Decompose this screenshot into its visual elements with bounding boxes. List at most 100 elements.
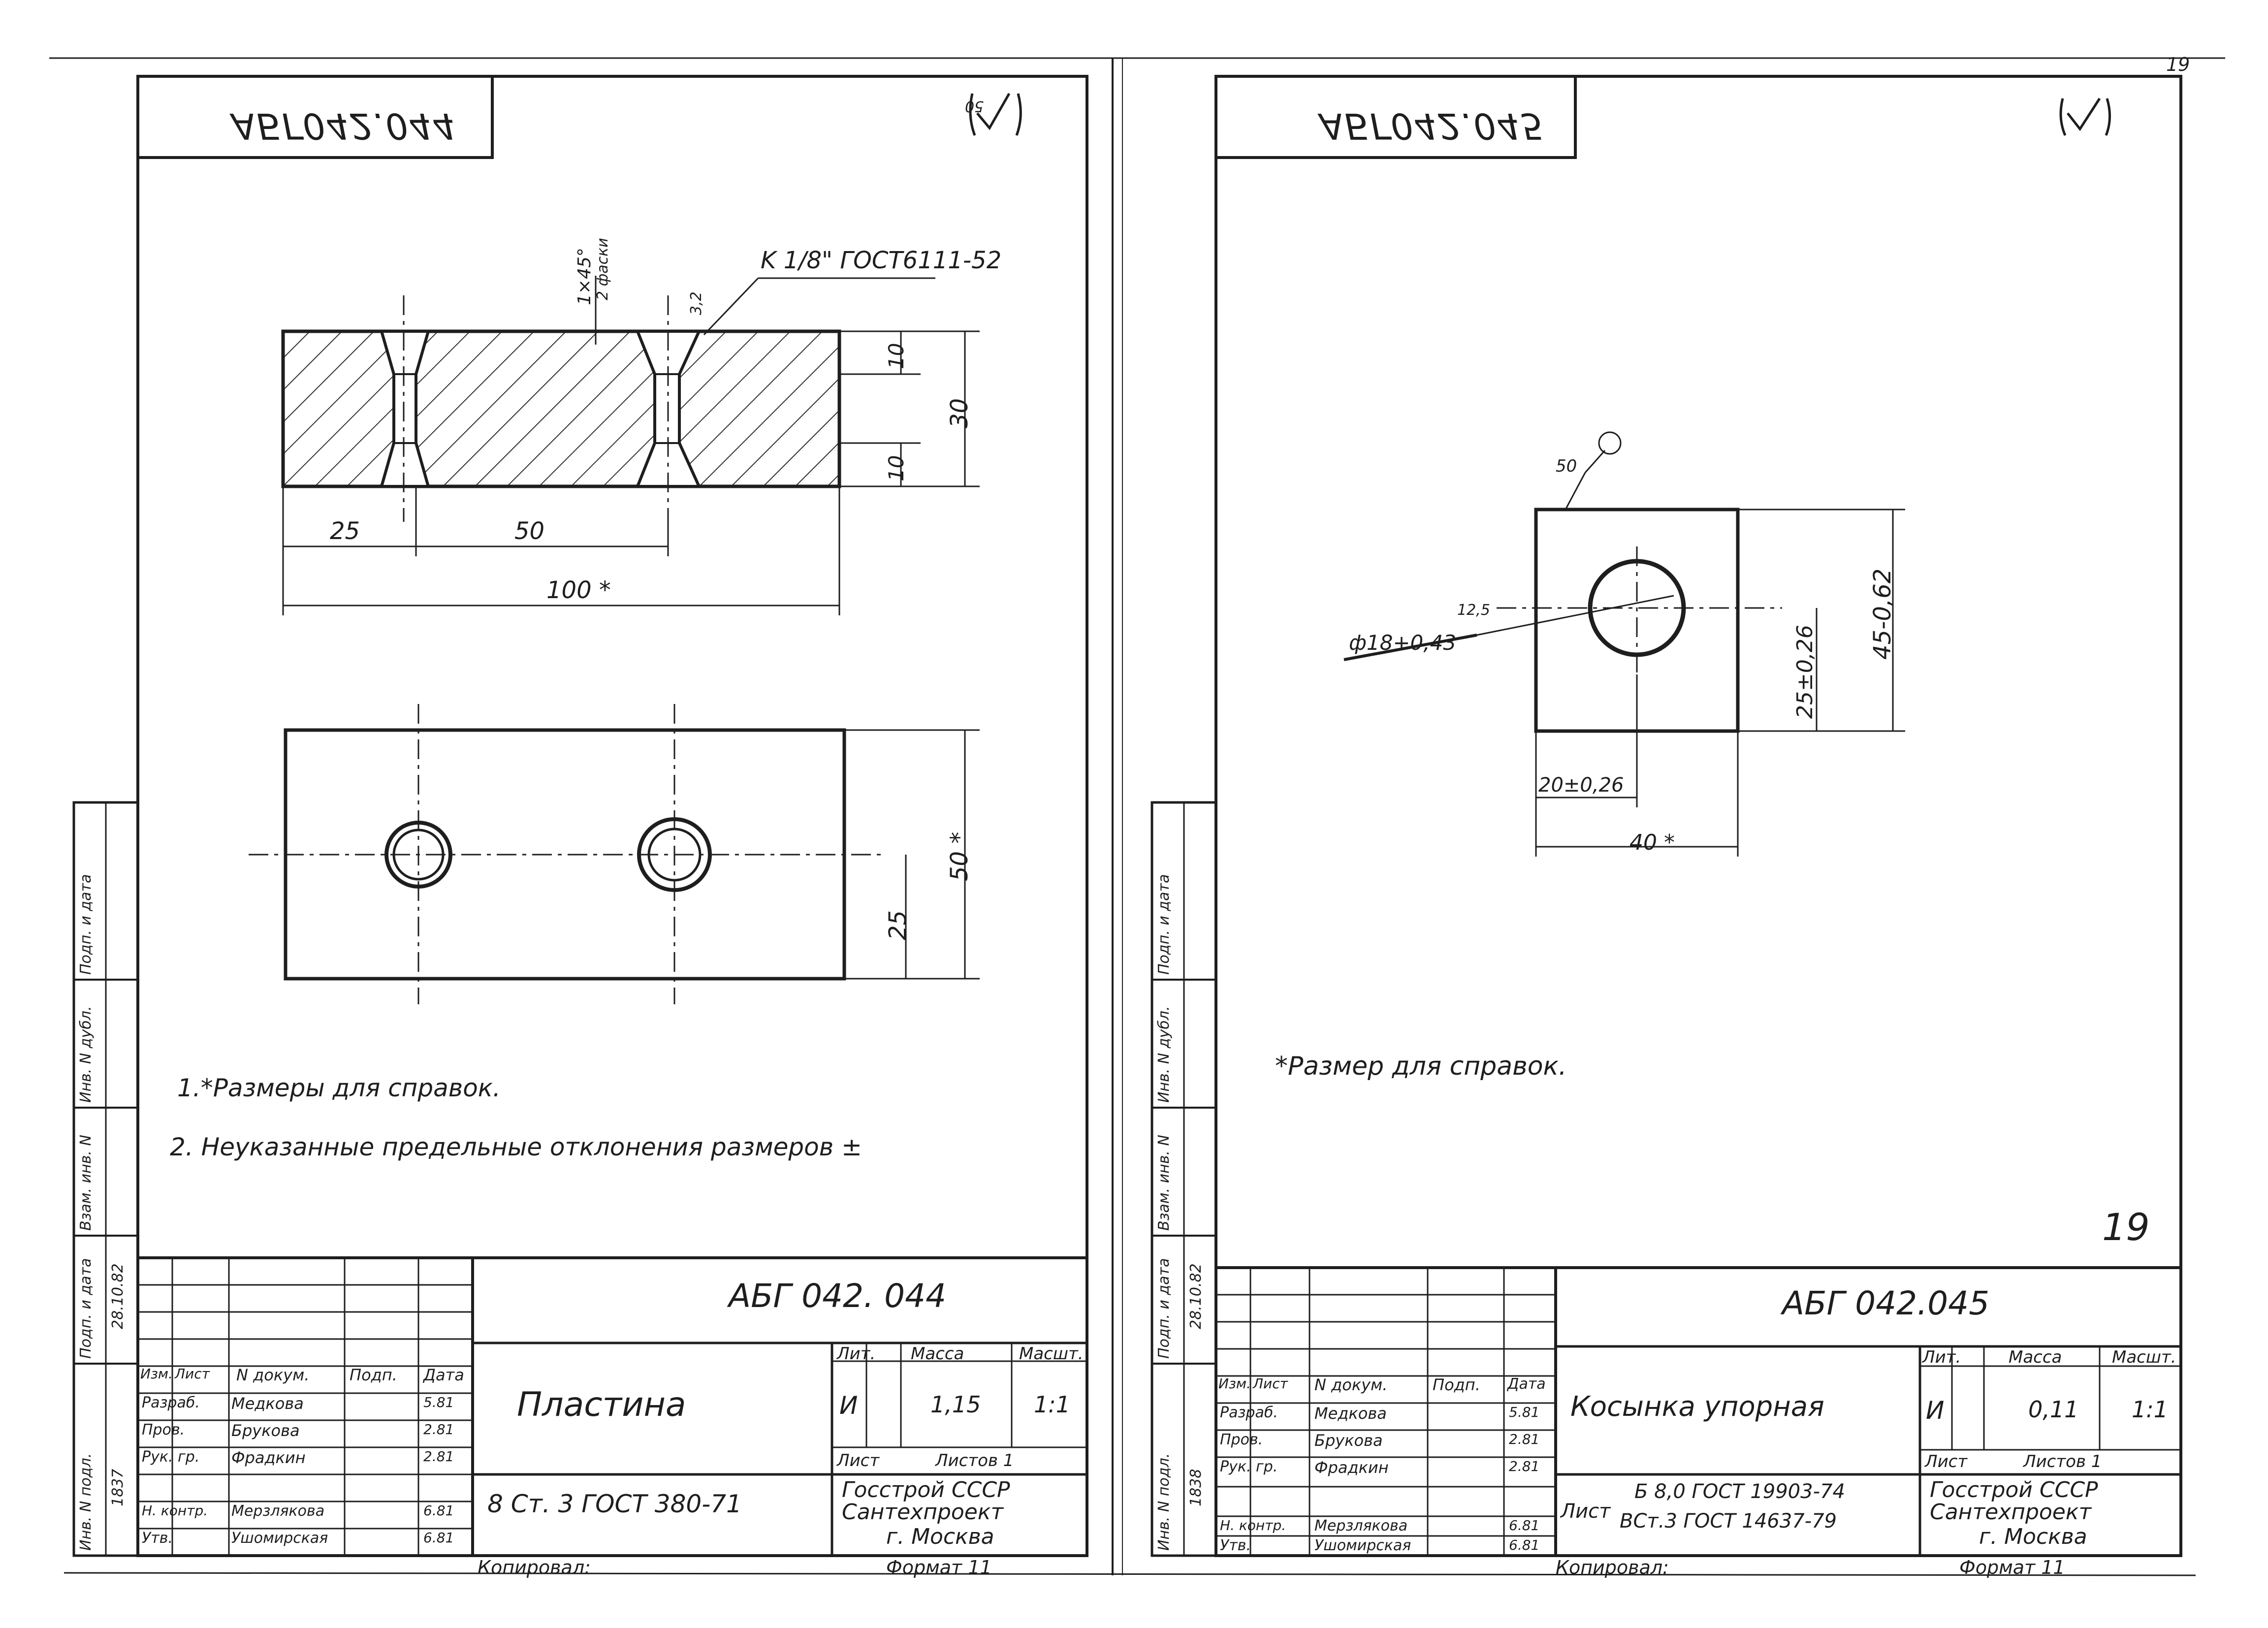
right-part-view [1343, 431, 1905, 857]
bottom-edge-line [64, 1572, 2196, 1576]
right-row-date-3: 2.81 [1509, 1458, 1540, 1474]
left-row-date-4: 6.81 [423, 1502, 454, 1519]
right-sheet-frame [1150, 75, 2182, 1557]
left-title-block-lines [138, 1256, 1087, 1556]
left-row-role-1: Разраб. [142, 1394, 200, 1411]
left-note-2: 2. Неуказанные предельные отклонения раз… [170, 1133, 862, 1161]
left-mass-header: Масса [911, 1344, 964, 1364]
right-note-1: *Размер для справок. [1275, 1052, 1567, 1081]
right-row-date-5: 6.81 [1509, 1537, 1540, 1553]
right-dim-40: 40 * [1629, 830, 1675, 855]
left-lit-header: Лит. [837, 1344, 876, 1364]
right-material-prefix: Лист [1561, 1500, 1611, 1523]
left-roughness-callout: 3,2 [688, 291, 705, 315]
left-col-izm: Изм. [140, 1366, 173, 1382]
right-part-name: Косынка упорная [1570, 1391, 1824, 1423]
left-note-1: 1.*Размеры для справок. [177, 1074, 501, 1102]
right-code-box: АБГ042.045 [1319, 105, 1544, 147]
right-row-date-2: 2.81 [1509, 1431, 1540, 1447]
left-section-view [281, 276, 935, 522]
right-mass-header: Масса [2009, 1347, 2062, 1367]
right-side-stamp-5: Подп. и дата [1155, 874, 1173, 975]
left-chamfer-callout-2: 2 фаски [594, 238, 611, 300]
left-dim-30: 30 [946, 398, 973, 428]
left-dimensions [282, 330, 980, 615]
left-roughness-value: 50 [965, 97, 984, 115]
right-row-name-4: Мерзлякова [1314, 1517, 1408, 1534]
left-scale: 1:1 [1034, 1391, 1071, 1418]
right-scale: 1:1 [2132, 1396, 2169, 1423]
left-col-date: Дата [423, 1366, 464, 1384]
left-dim-10-bottom: 10 [884, 455, 908, 481]
left-side-inv: 1837 [109, 1468, 127, 1506]
right-scale-header: Масшт. [2112, 1347, 2176, 1367]
right-row-name-3: Фрадкин [1314, 1458, 1389, 1477]
left-sheets-label: Листов 1 [935, 1451, 1014, 1470]
left-row-name-3: Фрадкин [231, 1448, 306, 1467]
right-col-sign: Подп. [1433, 1375, 1480, 1394]
left-material: 8 Ст. 3 ГОСТ 380-71 [487, 1490, 742, 1518]
left-side-stamp-2: Подп. и дата [77, 1258, 95, 1359]
right-side-stamp-2: Подп. и дата [1155, 1258, 1173, 1359]
right-row-date-1: 5.81 [1509, 1404, 1540, 1420]
left-side-stamp-3: Взам. инв. N [77, 1135, 95, 1231]
left-roughness-symbol [969, 93, 1022, 136]
right-row-role-5: Утв. [1220, 1537, 1251, 1554]
left-col-ndoc: N докум. [236, 1366, 310, 1384]
right-format: Формат 11 [1959, 1557, 2065, 1578]
left-dim-50-side: 50 * [946, 831, 973, 881]
left-sheet-frame [72, 75, 1088, 1557]
left-sheet-label: Лист [837, 1451, 880, 1470]
right-row-date-4: 6.81 [1509, 1517, 1540, 1533]
right-col-ndoc: N докум. [1314, 1375, 1388, 1394]
right-mass: 0,11 [2028, 1396, 2079, 1423]
left-plan-view [249, 704, 980, 1004]
left-row-role-4: Н. контр. [142, 1502, 208, 1519]
left-row-role-5: Утв. [142, 1530, 173, 1547]
left-dim-50: 50 [514, 517, 545, 545]
right-org-2: Сантехпроект [1930, 1500, 2092, 1525]
left-row-name-4: Мерзлякова [231, 1502, 325, 1520]
right-col-list: Лист [1253, 1375, 1288, 1392]
left-code-box: АБГ042.044 [231, 105, 456, 147]
right-side-stamp-1: Инв. N подл. [1155, 1453, 1173, 1551]
left-row-name-1: Медкова [231, 1394, 304, 1413]
right-org-3: г. Москва [1979, 1524, 2087, 1549]
left-part-name: Пластина [517, 1385, 686, 1424]
right-sheet-mark: 19 [2102, 1205, 2150, 1249]
right-sheets-label: Листов 1 [2023, 1452, 2102, 1471]
right-hole-roughness: 12,5 [1457, 602, 1490, 619]
right-row-role-4: Н. контр. [1220, 1517, 1286, 1533]
left-row-date-1: 5.81 [423, 1394, 454, 1410]
right-side-inv: 1838 [1187, 1468, 1205, 1506]
right-row-name-1: Медкова [1314, 1404, 1387, 1423]
corner-page-mark: 19 [2166, 54, 2190, 75]
right-roughness-symbol [2059, 97, 2111, 136]
left-row-date-2: 2.81 [423, 1421, 454, 1437]
left-copied: Копировал: [478, 1557, 591, 1578]
left-row-name-5: Ушомирская [231, 1530, 328, 1547]
right-side-stamp-3: Взам. инв. N [1155, 1135, 1173, 1231]
right-lit: И [1926, 1396, 1945, 1425]
right-col-izm: Изм. [1218, 1375, 1251, 1392]
left-col-list: Лист [175, 1366, 210, 1382]
left-mass: 1,15 [930, 1391, 981, 1418]
right-side-stamp-4: Инв. N дубл. [1155, 1006, 1173, 1103]
right-row-name-2: Брукова [1314, 1431, 1383, 1450]
right-surface-note: 50 [1556, 456, 1577, 476]
left-chamfer-callout-1: 1×45° [575, 248, 595, 305]
right-row-role-2: Пров. [1220, 1431, 1263, 1448]
left-org-1: Госстрой СССР [842, 1477, 1010, 1502]
left-col-sign: Подп. [350, 1366, 397, 1384]
left-row-role-2: Пров. [142, 1421, 185, 1438]
right-sheet-label: Лист [1925, 1452, 1968, 1471]
left-row-date-5: 6.81 [423, 1530, 454, 1546]
right-designation: АБГ 042.045 [1782, 1284, 1990, 1322]
right-side-date: 28.10.82 [1187, 1263, 1205, 1329]
left-dim-25: 25 [330, 517, 360, 545]
left-org-3: г. Москва [886, 1524, 994, 1549]
right-material-2: ВСт.3 ГОСТ 14637-79 [1620, 1510, 1837, 1532]
left-side-stamp-1: Инв. N подл. [77, 1453, 95, 1551]
